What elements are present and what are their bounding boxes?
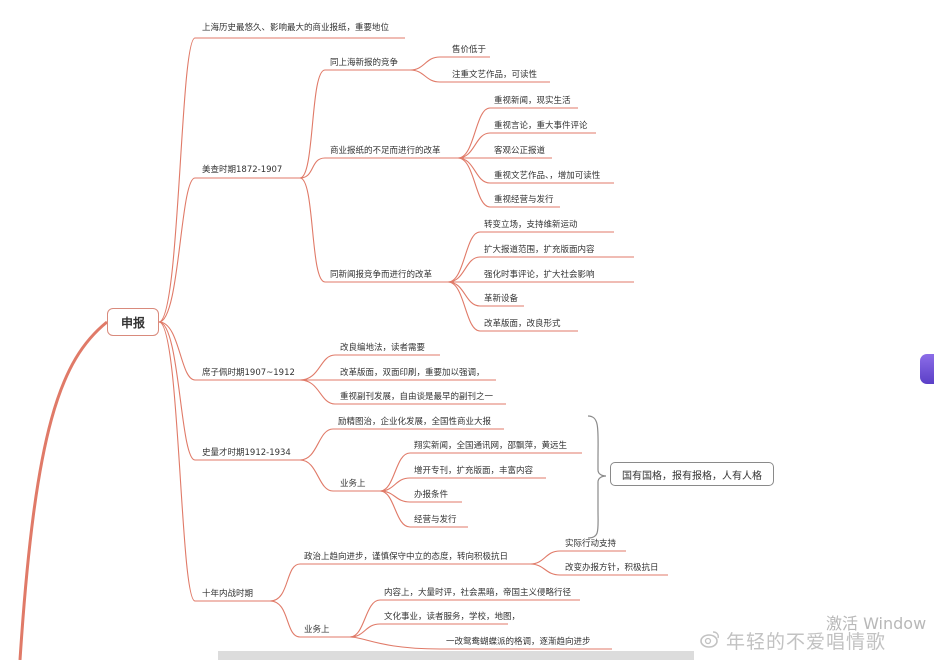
leaf[interactable]: 改良编地法，读者需要 bbox=[340, 343, 426, 353]
summary-note-label: 国有国格，报有报格，人有人格 bbox=[622, 470, 762, 482]
leaf[interactable]: 一改鸳鸯蝴蝶派的格调，逐渐趋向进步 bbox=[446, 637, 591, 647]
horizontal-scrollbar[interactable] bbox=[218, 651, 694, 660]
weibo-watermark: 年轻的不爱唱情歌 bbox=[726, 631, 887, 653]
node-civil-war[interactable]: 十年内战时期 bbox=[202, 589, 254, 599]
node-xizipei[interactable]: 席子佩时期1907~1912 bbox=[202, 368, 295, 378]
node-shiliangcai-a[interactable]: 励精图治，企业化发展，全国性商业大报 bbox=[338, 417, 492, 427]
floating-assistant-icon[interactable] bbox=[920, 354, 934, 384]
root-node[interactable]: 申报 bbox=[107, 308, 159, 336]
leaf[interactable]: 重视新闻，现实生活 bbox=[494, 96, 571, 106]
leaf[interactable]: 重视言论，重大事件评论 bbox=[494, 121, 588, 131]
leaf[interactable]: 经营与发行 bbox=[414, 515, 457, 525]
node-civil-war-a[interactable]: 政治上趋向进步，谨慎保守中立的态度，转向积极抗日 bbox=[304, 552, 509, 562]
windows-activation-watermark: 激活 Window bbox=[826, 614, 927, 633]
root-label: 申报 bbox=[120, 315, 145, 330]
leaf[interactable]: 翔实新闻，全国通讯网，邵飘萍，黄远生 bbox=[414, 441, 568, 451]
leaf[interactable]: 重视文艺作品、，增加可读性 bbox=[494, 171, 601, 181]
node-intro[interactable]: 上海历史最悠久、影响最大的商业报纸，重要地位 bbox=[202, 23, 390, 33]
leaf[interactable]: 实际行动支持 bbox=[565, 539, 617, 549]
node-civil-war-b[interactable]: 业务上 bbox=[304, 625, 330, 635]
leaf[interactable]: 文化事业，读者服务，学校，地图， bbox=[384, 612, 521, 622]
leaf[interactable]: 改革版面，改良形式 bbox=[484, 319, 561, 329]
leaf[interactable]: 转变立场，支持维新运动 bbox=[484, 220, 578, 230]
leaf[interactable]: 内容上，大量时评，社会黑暗，帝国主义侵略行径 bbox=[384, 588, 572, 598]
node-meicha-a[interactable]: 同上海新报的竞争 bbox=[330, 58, 399, 68]
leaf[interactable]: 增开专刊，扩充版面，丰富内容 bbox=[414, 466, 534, 476]
summary-note[interactable]: 国有国格，报有报格，人有人格 bbox=[610, 462, 774, 486]
leaf[interactable]: 重视副刊发展，自由谈是最早的副刊之一 bbox=[340, 392, 494, 402]
leaf[interactable]: 改变办报方针，积极抗日 bbox=[565, 563, 659, 573]
leaf[interactable]: 售价低于 bbox=[452, 45, 487, 55]
node-meicha-b[interactable]: 商业报纸的不足而进行的改革 bbox=[330, 146, 441, 156]
leaf[interactable]: 注重文艺作品，可读性 bbox=[452, 70, 538, 80]
leaf[interactable]: 办报条件 bbox=[414, 490, 449, 500]
leaf[interactable]: 重视经营与发行 bbox=[494, 195, 554, 205]
leaf[interactable]: 扩大报道范围，扩充版面内容 bbox=[484, 245, 595, 255]
leaf[interactable]: 改革版面，双面印刷，重要加以强调， bbox=[340, 368, 485, 378]
leaf[interactable]: 客观公正报道 bbox=[494, 146, 546, 156]
node-shiliangcai[interactable]: 史量才时期1912-1934 bbox=[202, 448, 291, 458]
node-shiliangcai-b[interactable]: 业务上 bbox=[340, 479, 366, 489]
node-meicha-c[interactable]: 同新闻报竞争而进行的改革 bbox=[330, 270, 433, 280]
leaf[interactable]: 革新设备 bbox=[484, 294, 519, 304]
leaf[interactable]: 强化时事评论，扩大社会影响 bbox=[484, 270, 595, 280]
weibo-icon bbox=[700, 631, 719, 648]
node-meicha[interactable]: 美查时期1872-1907 bbox=[202, 165, 283, 175]
